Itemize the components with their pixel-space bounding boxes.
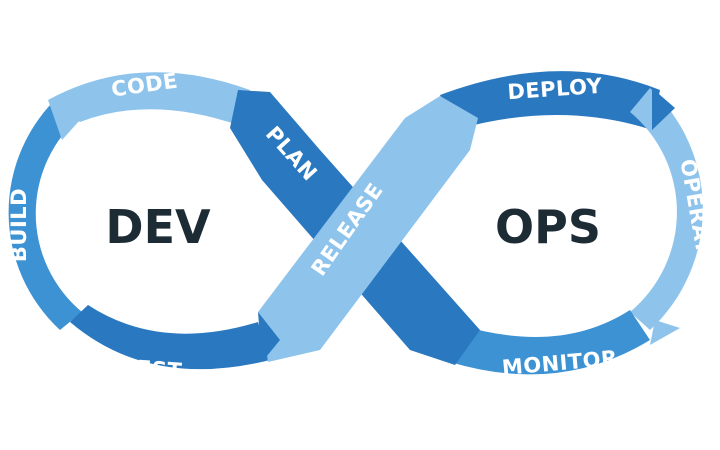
- segment-code: [48, 72, 250, 125]
- label-ops: OPS: [495, 200, 601, 254]
- segment-build: [8, 95, 82, 330]
- label-build: BUILD: [7, 188, 31, 262]
- left-hole: [48, 123, 272, 327]
- segment-deploy: [440, 71, 660, 130]
- arrow-deploy-operate: [652, 88, 675, 130]
- segment-release: [258, 96, 478, 362]
- right-loop: [436, 71, 703, 375]
- segment-test: [70, 305, 270, 370]
- right-hole: [436, 123, 660, 327]
- segment-operate: [630, 88, 703, 330]
- label-test: TEST: [121, 355, 183, 383]
- arrow-test-release: [258, 312, 280, 362]
- segment-monitor: [450, 310, 650, 375]
- arrow-code-build: [48, 100, 80, 140]
- left-loop: [8, 72, 272, 370]
- label-dev: DEV: [105, 200, 211, 254]
- arrow-operate-monitor: [650, 320, 680, 345]
